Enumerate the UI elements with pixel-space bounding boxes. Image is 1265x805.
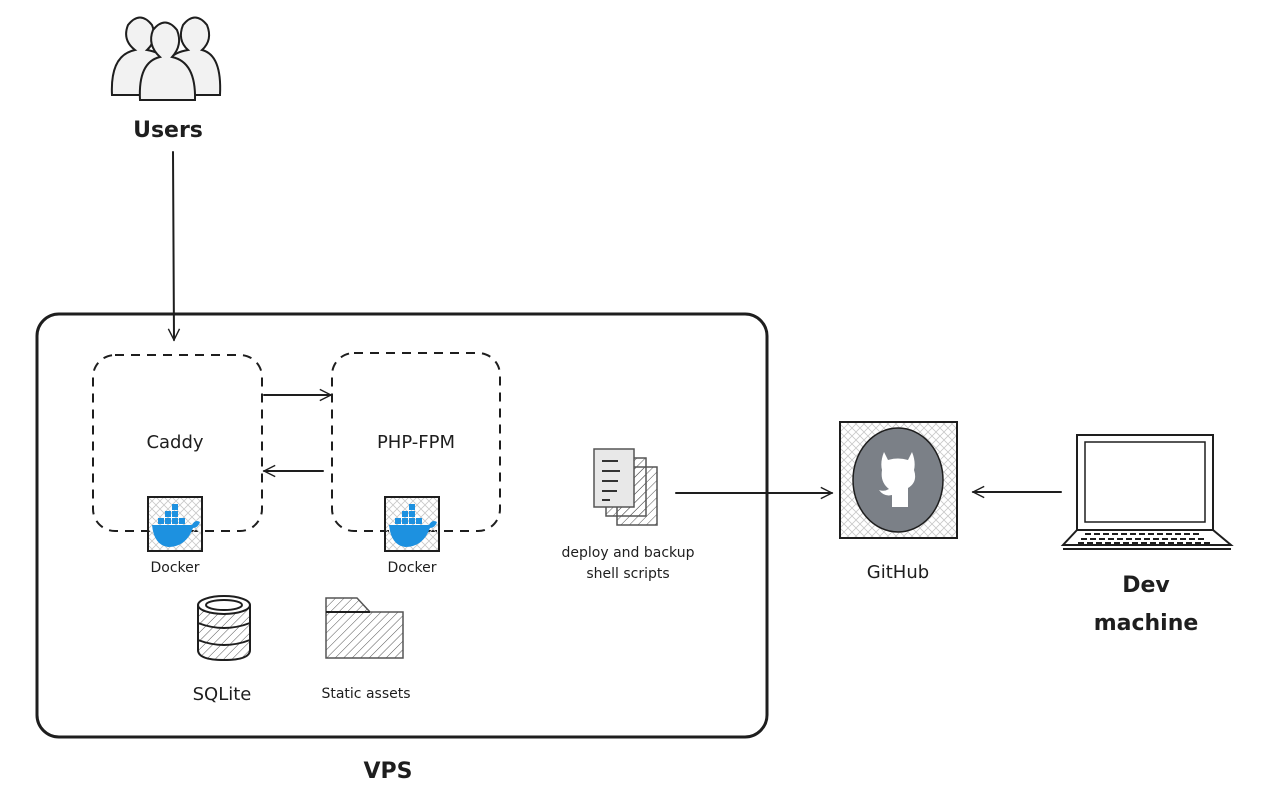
laptop-icon: [1060, 434, 1234, 550]
docker-icon: [147, 496, 203, 552]
caddy-label: Caddy: [146, 432, 203, 453]
vps-label: VPS: [364, 759, 413, 784]
scripts-label-line1: deploy and backup: [562, 545, 695, 561]
documents-icon: [593, 448, 658, 526]
vps-box: [35, 312, 769, 739]
caddy-docker-label: Docker: [150, 560, 199, 576]
php-fpm-label: PHP-FPM: [377, 432, 455, 453]
docker-icon: [384, 496, 440, 552]
github-label: GitHub: [867, 562, 929, 583]
php-fpm-docker-label: Docker: [387, 560, 436, 576]
database-icon: [197, 595, 251, 662]
dev-machine-label-line2: machine: [1094, 611, 1199, 636]
scripts-label-line2: shell scripts: [586, 566, 669, 582]
users-icon: [110, 16, 222, 101]
static-assets-label: Static assets: [321, 686, 410, 702]
github-icon: [839, 421, 958, 539]
users-label: Users: [133, 118, 203, 143]
arrow-users-to-caddy: [173, 151, 174, 340]
folder-icon: [325, 597, 404, 659]
dev-machine-label-line1: Dev: [1122, 573, 1170, 598]
sqlite-label: SQLite: [193, 684, 252, 705]
